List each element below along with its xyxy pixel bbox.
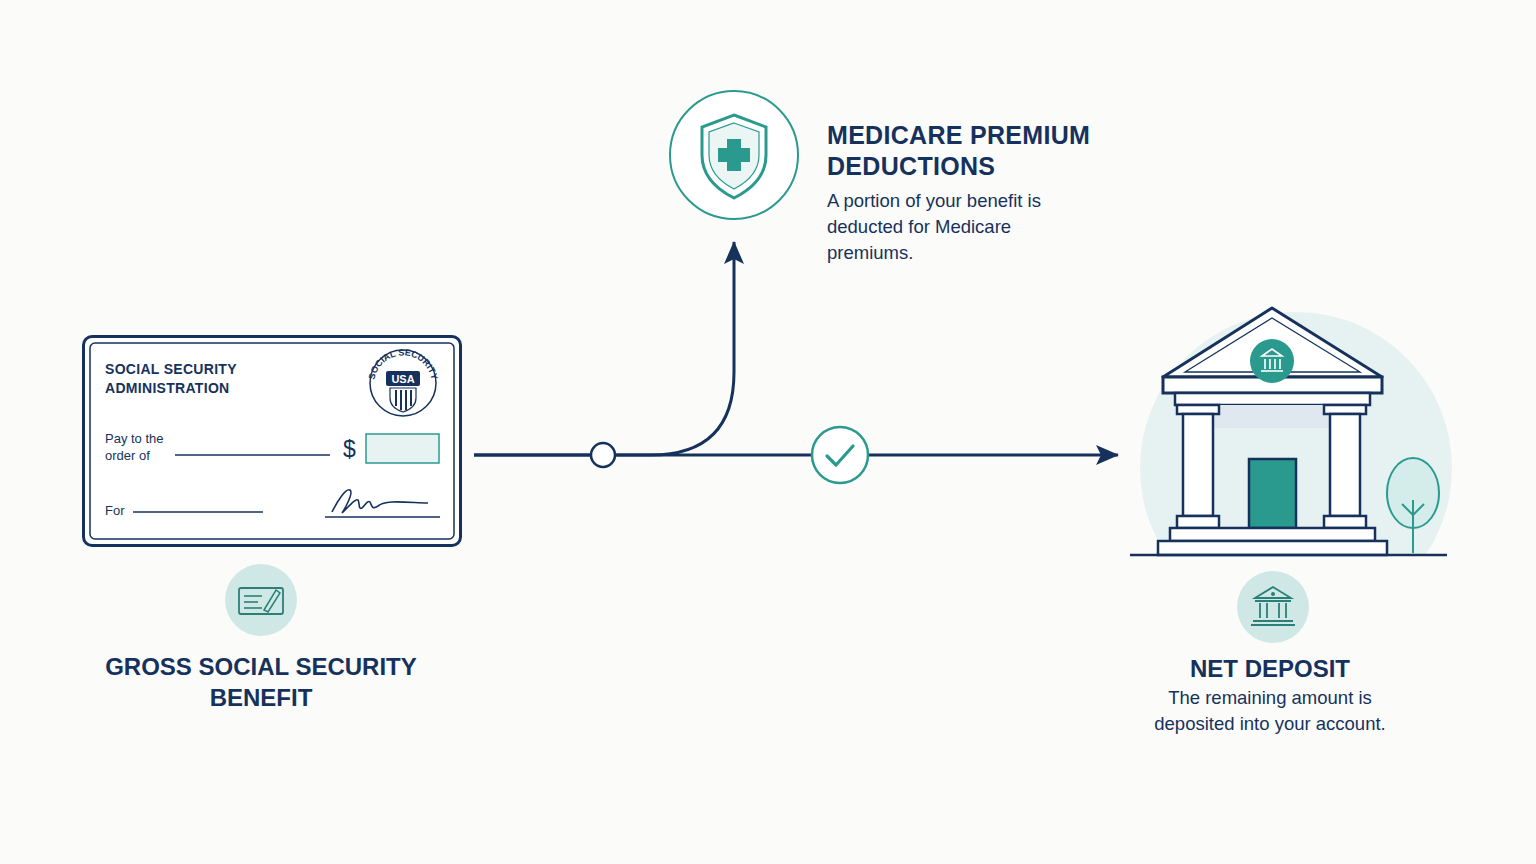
signature-line <box>325 516 440 518</box>
signature <box>332 490 428 513</box>
node-body: The remaining amount is deposited into y… <box>1135 685 1405 737</box>
check-icon <box>225 564 297 636</box>
backdrop <box>1140 312 1452 555</box>
amount-box <box>366 434 439 463</box>
icon-circle <box>225 564 297 636</box>
flow-arrow <box>474 454 1118 457</box>
memo-line <box>133 511 263 513</box>
node-heading: MEDICARE PREMIUM DEDUCTIONS <box>827 120 1107 182</box>
seal-text: SOCIAL SECURITY <box>366 347 439 380</box>
seal-arc <box>374 355 432 392</box>
check-field-label: For <box>105 502 145 519</box>
bank-node: NET DEPOSITThe remaining amount is depos… <box>1120 305 1450 557</box>
seal-ring <box>370 350 436 416</box>
benefit-check: SOCIAL SECURITY ADMINISTRATION Pay to the… <box>82 335 462 547</box>
medicare-circle: MEDICARE PREMIUM DEDUCTIONSA portion of … <box>669 90 799 220</box>
bank-icon <box>1237 571 1309 643</box>
seal-label: SOCIAL SECURITY <box>366 347 439 380</box>
seal: SOCIAL SECURITY USA <box>366 347 439 416</box>
bank-building <box>1130 308 1452 624</box>
check-issuer: SOCIAL SECURITY ADMINISTRATION <box>105 360 275 398</box>
seal-shield <box>390 388 416 412</box>
check-details <box>90 343 454 539</box>
shield-icon <box>702 115 766 198</box>
seal-stripes <box>396 390 411 410</box>
seal-badge <box>386 371 420 386</box>
node-body: A portion of your benefit is deducted fo… <box>827 188 1061 266</box>
check-field-label: Pay to the order of <box>105 430 180 464</box>
node-heading: GROSS SOCIAL SECURITY BENEFIT <box>71 651 451 713</box>
seal-badge-label: USA <box>391 373 414 385</box>
icon-circle <box>1237 571 1309 643</box>
currency-sign: $ <box>343 436 363 462</box>
payee-line <box>175 454 330 456</box>
branch-point <box>591 443 615 467</box>
node-heading: NET DEPOSIT <box>1120 655 1420 683</box>
check-inner-border <box>90 343 454 539</box>
flow-arrow <box>474 242 734 455</box>
checkpoint <box>812 427 868 483</box>
